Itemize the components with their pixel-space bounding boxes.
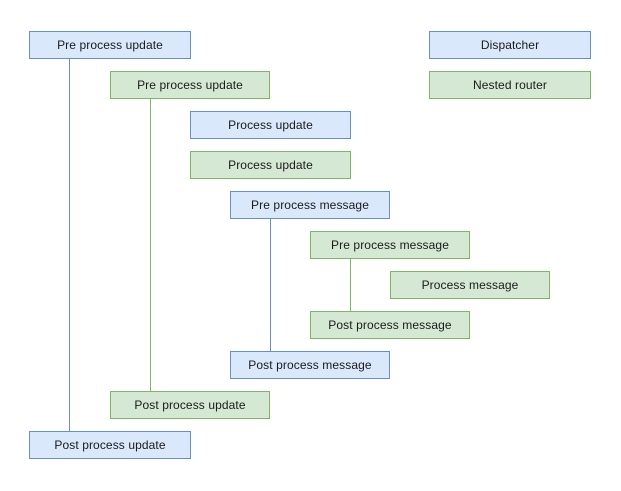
node-process-update-dispatcher[interactable]: Process update [190,111,351,139]
node-pre-process-message-router[interactable]: Pre process message [310,231,470,259]
connector-pre-update-dispatcher-to-post-update-dispatcher [69,59,70,431]
node-post-process-message-router[interactable]: Post process message [310,311,470,339]
connector-pre-update-router-to-post-update-router [150,99,151,391]
connector-pre-message-dispatcher-to-post-message-dispatcher [270,219,271,351]
node-post-process-update-router[interactable]: Post process update [110,391,270,419]
legend-item-dispatcher: Dispatcher [429,31,591,59]
node-pre-process-update-router[interactable]: Pre process update [110,71,270,99]
node-pre-process-message-dispatcher[interactable]: Pre process message [230,191,390,219]
legend-item-nested-router: Nested router [429,71,591,99]
node-process-message-router[interactable]: Process message [390,271,550,299]
connector-pre-message-router-to-post-message-router [350,259,351,311]
node-process-update-router[interactable]: Process update [190,151,351,179]
node-post-process-message-dispatcher[interactable]: Post process message [230,351,390,379]
node-post-process-update-dispatcher[interactable]: Post process update [29,431,191,459]
node-pre-process-update-dispatcher[interactable]: Pre process update [29,31,191,59]
